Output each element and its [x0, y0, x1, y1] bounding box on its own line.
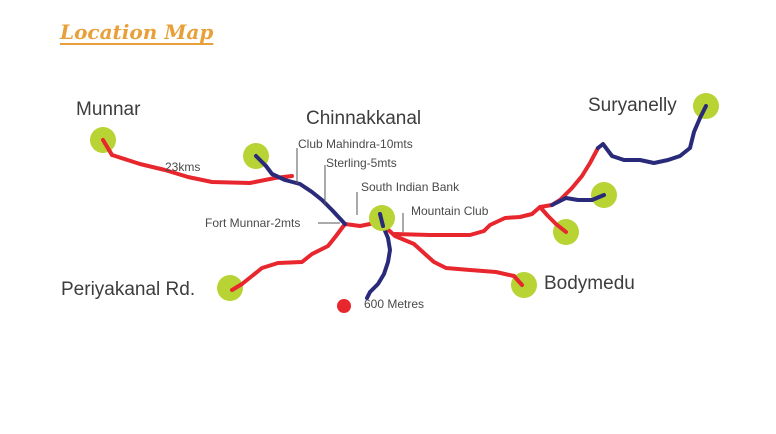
label-mountain-club: Mountain Club	[411, 204, 489, 218]
road-to-periyakanal	[230, 222, 347, 292]
label-fort-munnar: Fort Munnar-2mts	[205, 216, 300, 230]
periyakanal-tip	[230, 282, 244, 292]
bodymedu-tip	[512, 274, 524, 287]
suryanelly-tip	[698, 104, 708, 120]
east-branch-tip	[554, 222, 568, 234]
road-suryanelly	[596, 104, 708, 165]
map-title: Location Map	[60, 20, 214, 44]
label-23kms: 23kms	[165, 160, 200, 174]
leader-lines	[296, 148, 404, 232]
label-periyakanal: Periyakanal Rd.	[61, 279, 195, 300]
scale-dot	[337, 299, 351, 313]
label-bodymedu: Bodymedu	[544, 273, 635, 294]
road-munnar-to-junction	[101, 138, 294, 185]
label-sterling: Sterling-5mts	[326, 156, 397, 170]
munnar-tip	[101, 138, 114, 157]
label-suryanelly: Suryanelly	[588, 95, 677, 116]
label-south-indian-bank: South Indian Bank	[361, 180, 460, 194]
periyakanal-node	[217, 275, 243, 301]
label-club-mahindra: Club Mahindra-10mts	[298, 137, 413, 151]
road-mountain-club-east	[393, 146, 600, 237]
road-tips	[101, 104, 708, 292]
club-mahindra-tip	[254, 154, 268, 168]
east-spur-tip	[590, 193, 606, 202]
label-scale: 600 Metres	[364, 297, 424, 311]
red-roads	[101, 138, 600, 292]
chinnakkanal-tip	[378, 212, 385, 228]
label-munnar: Munnar	[76, 99, 141, 120]
label-chinnakkanal: Chinnakkanal	[306, 108, 421, 129]
road-club-mahindra	[254, 154, 347, 226]
road-to-bodymedu	[380, 222, 524, 287]
